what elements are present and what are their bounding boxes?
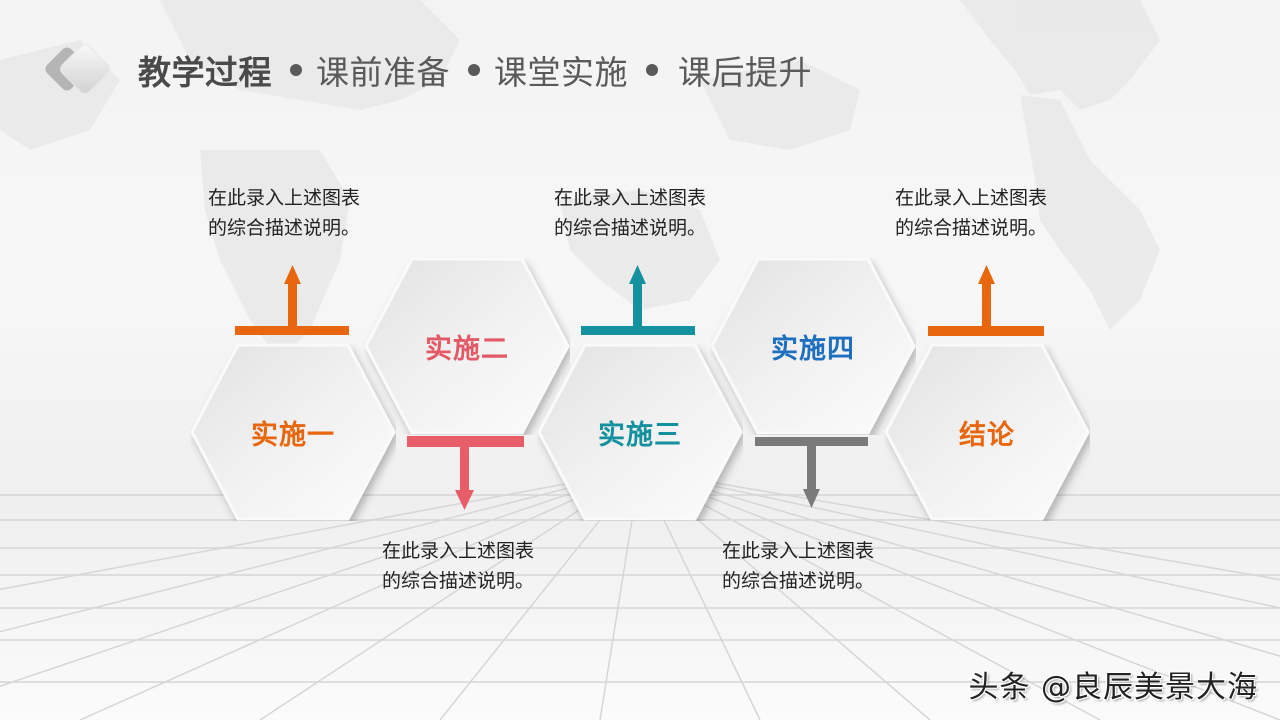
description-conclusion: 在此录入上述图表 的综合描述说明。 xyxy=(895,183,1047,243)
hexagon-step-2[interactable]: 实施二 xyxy=(364,257,570,435)
description-line: 在此录入上述图表 xyxy=(208,187,361,209)
hexagon-step-1[interactable]: 实施一 xyxy=(190,343,396,521)
description-step-1: 在此录入上述图表 的综合描述说明。 xyxy=(208,183,360,243)
arrow-up-icon xyxy=(928,265,1044,336)
watermark: 头条 @良辰美景大海 xyxy=(968,670,1258,705)
title-main: 教学过程 xyxy=(138,53,272,92)
description-line: 的综合描述说明。 xyxy=(554,217,707,239)
hexagon-step-3[interactable]: 实施三 xyxy=(537,343,743,521)
description-line: 的综合描述说明。 xyxy=(382,570,535,592)
page-title: 教学过程 课前准备 课堂实施 课后提升 xyxy=(138,46,812,94)
arrow-up-icon xyxy=(581,265,695,335)
hexagon-label: 结论 xyxy=(959,419,1015,451)
step-in-class: 课堂实施 xyxy=(494,53,628,92)
hexagon-label: 实施三 xyxy=(598,419,682,451)
bullet-dot xyxy=(468,64,480,76)
description-line: 在此录入上述图表 xyxy=(382,540,535,562)
description-line: 在此录入上述图表 xyxy=(722,540,875,562)
arrow-down-icon xyxy=(755,437,868,508)
bullet-dot xyxy=(646,64,658,76)
hexagon-conclusion[interactable]: 结论 xyxy=(884,343,1090,521)
description-line: 在此录入上述图表 xyxy=(554,187,707,209)
description-step-3: 在此录入上述图表 的综合描述说明。 xyxy=(554,183,706,243)
arrow-down-icon xyxy=(407,436,524,510)
description-line: 的综合描述说明。 xyxy=(208,217,361,239)
description-line: 的综合描述说明。 xyxy=(895,217,1048,239)
hexagon-label: 实施二 xyxy=(425,333,509,365)
description-step-4: 在此录入上述图表 的综合描述说明。 xyxy=(722,536,874,596)
step-pre-class: 课前准备 xyxy=(316,53,450,92)
double-diamond-icon xyxy=(45,44,110,94)
description-step-2: 在此录入上述图表 的综合描述说明。 xyxy=(382,536,534,596)
hexagon-label: 实施一 xyxy=(251,419,335,451)
world-map-background xyxy=(0,0,1160,360)
description-line: 的综合描述说明。 xyxy=(722,570,875,592)
step-after-class: 课后提升 xyxy=(678,53,812,92)
description-line: 在此录入上述图表 xyxy=(895,187,1048,209)
hexagon-step-4[interactable]: 实施四 xyxy=(710,257,916,435)
hexagon-label: 实施四 xyxy=(771,333,855,365)
bullet-dot xyxy=(290,64,302,76)
arrow-up-icon xyxy=(235,265,349,335)
